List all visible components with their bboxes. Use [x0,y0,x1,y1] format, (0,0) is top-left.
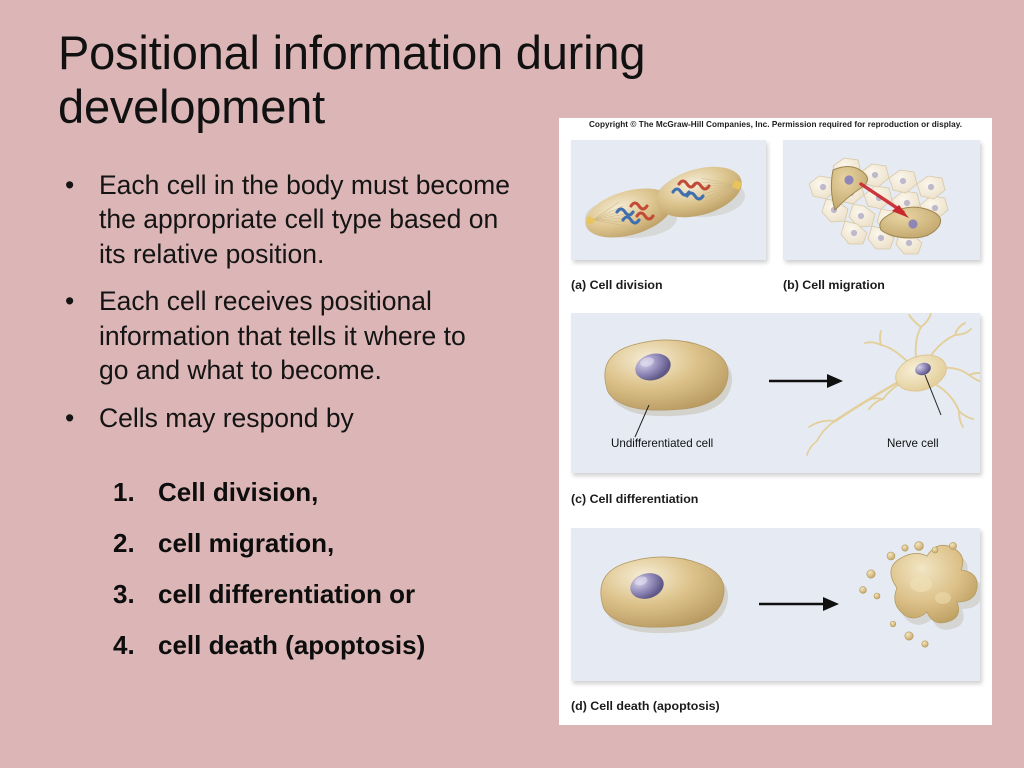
bullet-line: its relative position. [99,238,325,269]
caption-cell-death: (d) Cell death (apoptosis) [571,699,720,713]
migration-arrow-icon [859,182,909,218]
bullet-line: Cells may respond by [99,402,354,433]
list-item-number: 3. [113,579,135,610]
list-item: • Cells may respond by [58,401,560,435]
panel-cell-differentiation: Undifferentiated cell Nerve cell [571,312,988,473]
bullet-line: Each cell receives positional [99,286,432,317]
figure-copyright: Copyright © The McGraw-Hill Companies, I… [588,120,963,129]
bullet-dot-icon: • [65,286,75,317]
panel-cell-death [571,528,983,681]
label-undifferentiated-cell: Undifferentiated cell [611,437,713,450]
panel-cell-division [571,140,766,260]
list-item: 2. cell migration, [58,527,528,560]
bullet-dot-icon: • [65,170,75,200]
list-item-label: Cell division, [158,477,319,507]
numbered-list: 1. Cell division, 2. cell migration, 3. … [58,476,528,680]
cell-division-illustration [585,166,745,238]
list-item-number: 4. [113,630,135,661]
label-nerve-cell: Nerve cell [887,437,939,450]
list-item: • Each cell in the body must become the … [58,168,560,271]
list-item: • Each cell receives positional informat… [58,284,560,387]
bullet-line: Each cell in the body must become [99,170,510,200]
apoptosis-arrow-icon [759,597,839,611]
list-item-number: 2. [113,528,135,559]
cell-differentiation-illustration: Undifferentiated cell Nerve cell [604,312,988,456]
list-item-number: 1. [113,477,135,507]
bullet-line: information that tells it where to [99,320,466,351]
figure-plate: Copyright © The McGraw-Hill Companies, I… [559,118,992,725]
list-item-label: cell differentiation or [158,579,416,610]
page-title-line-1: Positional information during [58,26,646,79]
differentiation-arrow-icon [769,374,843,388]
list-item: 3. cell differentiation or [58,578,528,611]
page-title-line-2: development [58,80,325,134]
bullet-dot-icon: • [65,402,75,433]
bullet-line: go and what to become. [99,355,382,386]
list-item: 4. cell death (apoptosis) [58,629,528,662]
caption-cell-differentiation: (c) Cell differentiation [571,492,699,506]
bullet-line: the appropriate cell type based on [99,204,499,235]
list-item: 1. Cell division, [58,476,528,509]
list-item-label: cell migration, [158,528,335,559]
panel-cell-migration [783,140,980,260]
list-item-label: cell death (apoptosis) [158,630,426,661]
caption-cell-migration: (b) Cell migration [783,278,885,292]
cell-death-illustration [600,541,983,648]
cell-migration-illustration [808,157,949,255]
bullet-list: • Each cell in the body must become the … [58,168,560,448]
page-title: Positional information during developmen… [58,26,758,134]
caption-cell-division: (a) Cell division [571,278,663,292]
